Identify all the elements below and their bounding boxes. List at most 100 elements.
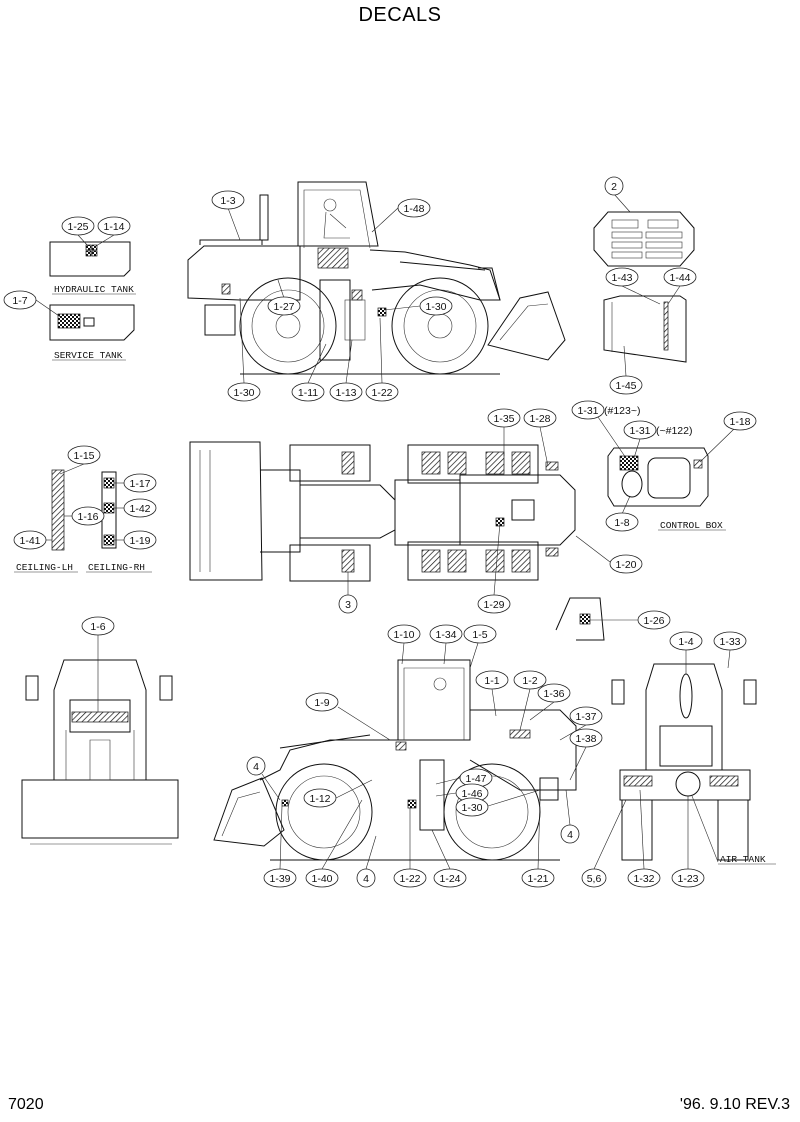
callout-1-30b: 1-30 [227, 297, 261, 402]
callout-1-22b: 1-22 [393, 808, 427, 888]
svg-text:1-21: 1-21 [527, 873, 548, 885]
svg-text:1-45: 1-45 [615, 380, 636, 392]
svg-text:4: 4 [363, 873, 369, 885]
svg-text:1-16: 1-16 [77, 511, 98, 523]
svg-text:1-14: 1-14 [103, 221, 124, 233]
svg-text:1-29: 1-29 [483, 599, 504, 611]
svg-text:1-1: 1-1 [484, 675, 499, 687]
callout-5-6: 5,6 [581, 799, 627, 888]
callout-1-42: 1-42 [114, 498, 157, 518]
callout-1-30c: 1-30 [455, 789, 541, 817]
callout-1-36: 1-36 [529, 683, 571, 721]
hydraulic-tank-caption: HYDRAULIC TANK [54, 284, 134, 295]
svg-text:1-30: 1-30 [233, 387, 254, 399]
callout-4c: 4 [356, 835, 377, 888]
svg-text:1-22: 1-22 [399, 873, 420, 885]
svg-text:1-44: 1-44 [669, 272, 690, 284]
callout-1-27: 1-27 [267, 279, 301, 316]
svg-text:1-47: 1-47 [465, 773, 486, 785]
callout-1-2: 1-2 [513, 670, 547, 731]
control-box-caption: CONTROL BOX [660, 520, 723, 531]
svg-text:1-7: 1-7 [12, 295, 27, 307]
svg-text:1-36: 1-36 [543, 688, 564, 700]
hydraulic-tank-diagram: HYDRAULIC TANK [49, 241, 136, 295]
callout-1-34: 1-34 [429, 624, 463, 665]
callout-1-11: 1-11 [291, 343, 327, 402]
svg-text:1-20: 1-20 [615, 559, 636, 571]
callout-1-38: 1-38 [569, 728, 603, 781]
svg-text:1-25: 1-25 [67, 221, 88, 233]
svg-text:1-18: 1-18 [729, 416, 750, 428]
panel-1-43 [603, 295, 687, 363]
svg-text:(#123~): (#123~) [604, 405, 640, 417]
service-tank-diagram: SERVICE TANK [49, 304, 135, 361]
callout-1-23: 1-23 [671, 796, 705, 888]
svg-text:1-19: 1-19 [129, 535, 150, 547]
svg-text:1-24: 1-24 [439, 873, 460, 885]
svg-text:3: 3 [345, 599, 351, 611]
svg-text:1-30: 1-30 [425, 301, 446, 313]
svg-text:1-33: 1-33 [719, 636, 740, 648]
callout-1-39: 1-39 [263, 805, 297, 888]
svg-text:1-30: 1-30 [461, 802, 482, 814]
callout-1-30a: 1-30 [383, 296, 453, 316]
callout-1-13: 1-13 [329, 339, 363, 402]
svg-text:2: 2 [611, 181, 617, 193]
svg-text:(~#122): (~#122) [656, 425, 692, 437]
callout-1-4: 1-4 [669, 631, 703, 674]
svg-text:1-23: 1-23 [677, 873, 698, 885]
svg-text:1-42: 1-42 [129, 503, 150, 515]
callout-2: 2 [604, 176, 631, 213]
svg-text:1-27: 1-27 [273, 301, 294, 313]
svg-text:1-3: 1-3 [220, 195, 235, 207]
callout-1-5: 1-5 [463, 624, 497, 669]
svg-text:1-11: 1-11 [298, 387, 318, 399]
callout-1-40: 1-40 [305, 799, 363, 888]
callout-1-41: 1-41 [13, 530, 52, 550]
callout-1-37: 1-37 [559, 706, 603, 741]
callout-1-3: 1-3 [211, 190, 245, 241]
svg-text:4: 4 [567, 829, 573, 841]
svg-text:5,6: 5,6 [587, 873, 602, 885]
svg-text:1-35: 1-35 [493, 413, 514, 425]
callout-1-16: 1-16 [64, 506, 105, 526]
svg-text:1-38: 1-38 [575, 733, 596, 745]
ceiling-rh-caption: CEILING-RH [88, 562, 145, 573]
callout-1-19: 1-19 [114, 530, 157, 550]
control-box-diagram: CONTROL BOX [607, 447, 726, 531]
svg-text:4: 4 [253, 761, 259, 773]
callout-1-46: 1-46 [435, 783, 489, 803]
callout-1-47: 1-47 [435, 768, 493, 788]
callout-1-7: 1-7 [3, 290, 63, 319]
callout-1-43: 1-43 [605, 267, 661, 305]
page-title: DECALS [358, 4, 442, 26]
svg-text:1-26: 1-26 [643, 615, 664, 627]
callout-1-29: 1-29 [477, 521, 511, 614]
svg-text:1-2: 1-2 [522, 675, 537, 687]
callout-3: 3 [338, 572, 358, 614]
callout-4b: 4 [560, 789, 580, 844]
decal-plate-2 [593, 211, 695, 267]
svg-text:1-5: 1-5 [472, 629, 487, 641]
svg-text:1-12: 1-12 [309, 793, 330, 805]
air-tank-caption: AIR TANK [720, 854, 766, 865]
page-number: 7020 [8, 1096, 44, 1113]
callout-1-24: 1-24 [431, 829, 467, 888]
callout-1-10: 1-10 [387, 624, 421, 665]
callout-1-22a: 1-22 [365, 317, 399, 402]
svg-text:1-15: 1-15 [73, 450, 94, 462]
callout-1-12: 1-12 [303, 779, 373, 808]
svg-text:1-6: 1-6 [90, 621, 105, 633]
callout-1-18: 1-18 [699, 411, 757, 463]
svg-text:1-37: 1-37 [575, 711, 596, 723]
callout-1-28: 1-28 [523, 408, 557, 467]
callout-1-14: 1-14 [95, 216, 131, 247]
callout-1-45: 1-45 [609, 345, 643, 395]
callout-1-35: 1-35 [487, 408, 521, 456]
callout-1-17: 1-17 [114, 473, 157, 493]
detail-1-26 [555, 597, 605, 641]
svg-text:1-10: 1-10 [393, 629, 414, 641]
revision-date: '96. 9.10 REV.3 [679, 1096, 790, 1113]
ceiling-diagrams: CEILING-LH CEILING-RH [14, 469, 152, 573]
callout-1-31b: 1-31(~#122) [623, 420, 692, 459]
